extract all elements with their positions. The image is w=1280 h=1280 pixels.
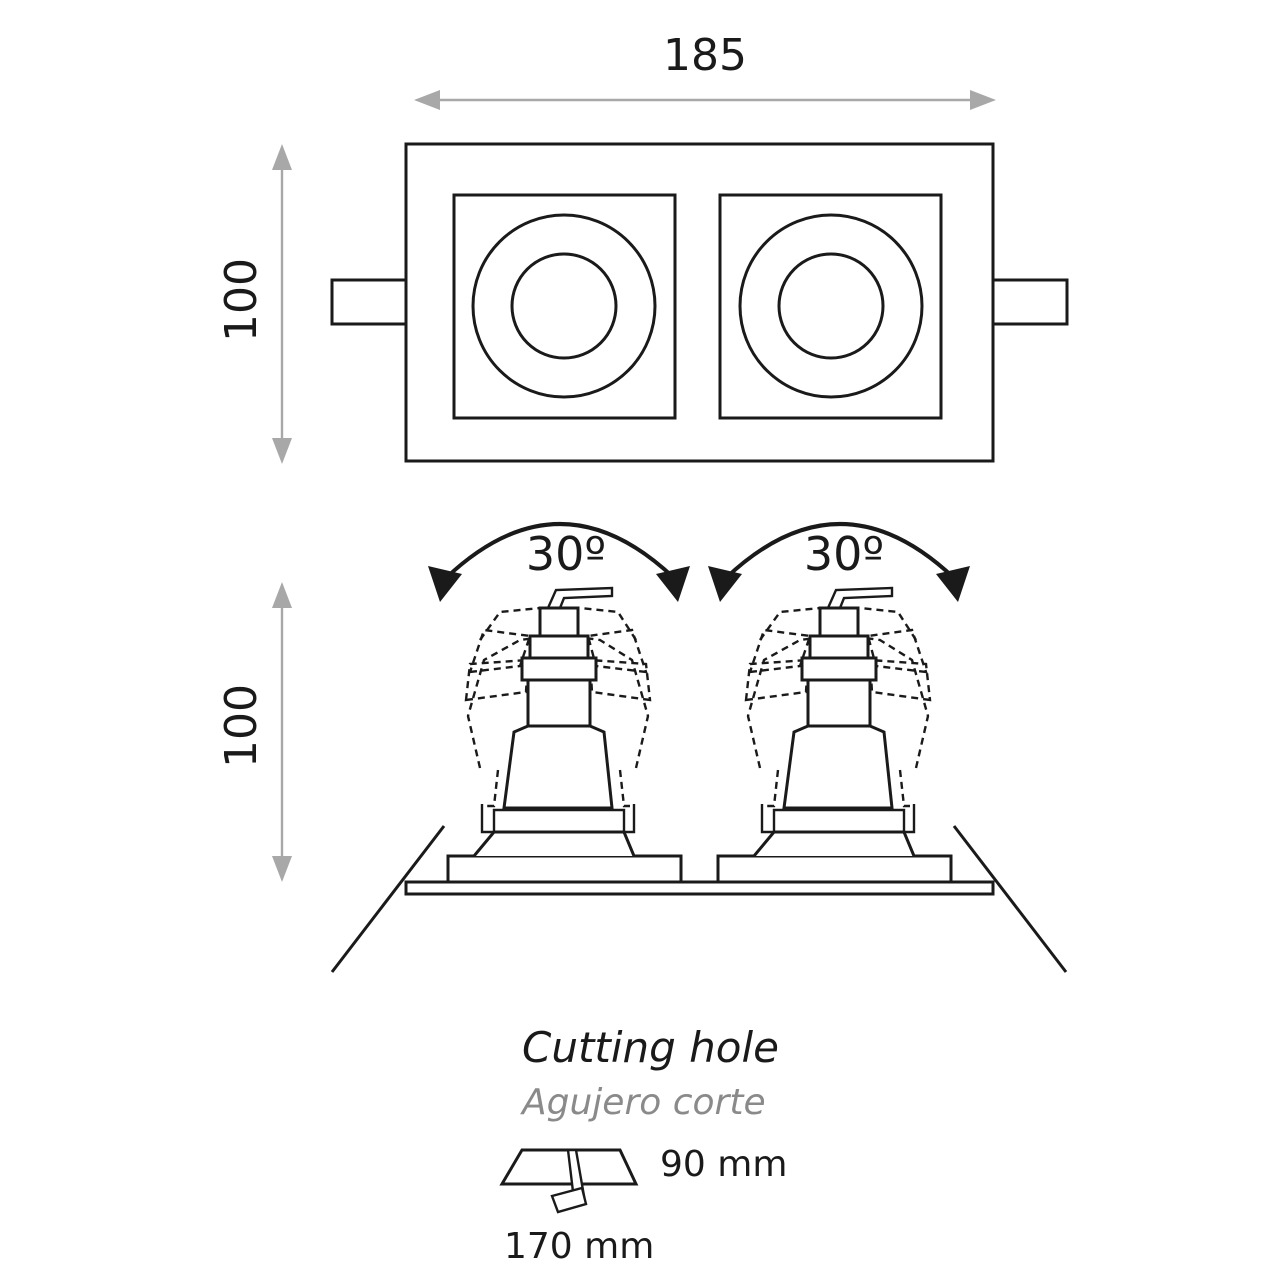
left-lamp-cable [546,586,614,609]
right-lamp-neck [806,678,872,728]
right-lamp-bezel [752,830,916,857]
ceiling-edge-right [952,825,1068,973]
left-module-outer-ring [471,213,657,399]
right-module-square [718,193,943,420]
width-arrow-left [414,90,440,110]
right-lamp-clamp [760,804,916,834]
cutting-width-label: 170 mm [504,1226,654,1267]
right-tilt-arrow-right [936,566,970,602]
left-module-square [452,193,677,420]
width-arrow-right [970,90,996,110]
right-tilt-angle: 30º [804,527,884,581]
spring-clip-left [330,278,408,326]
left-module-lens [510,252,618,360]
right-lamp-reflector [782,724,894,810]
left-lamp-reflector [502,724,614,810]
right-lamp-collar [800,656,878,682]
left-tilt-arc [444,522,676,580]
right-tilt-arrow-left [708,566,742,602]
top-view: 185 100 [216,30,1069,464]
right-lamp-cable [826,586,894,609]
top-height-dimension: 100 [216,144,292,464]
right-module-outer-ring [738,213,924,399]
right-module-base [716,854,953,884]
left-tilt-indicator: 30º [428,522,690,602]
right-lamp [744,586,932,857]
top-height-label: 100 [216,258,267,342]
left-lamp [464,586,652,857]
left-lamp-socket [528,634,590,660]
right-tilt-indicator: 30º [708,522,970,602]
saw-handle-icon [550,1186,588,1214]
cutting-hole-legend: Cutting hole Agujero corte 90 mm 170 mm [499,1023,787,1267]
cutting-hole-subtitle: Agujero corte [520,1082,766,1123]
left-lamp-collar [520,656,598,682]
side-height-dimension: 100 [216,582,292,882]
width-label: 185 [663,30,747,81]
side-view: 100 30º 30º [216,522,1068,973]
left-tilt-angle: 30º [526,527,606,581]
side-height-arrow-down [272,856,292,882]
frame-outline [404,142,995,463]
right-tilt-arc [724,522,956,580]
side-height-label: 100 [216,684,267,768]
right-lamp-cap [818,606,860,638]
spring-clip-right [991,278,1069,326]
left-lamp-bezel [472,830,636,857]
left-lamp-clamp [480,804,636,834]
trim-plate [404,880,995,896]
right-module-lens [777,252,885,360]
cutting-hole-title: Cutting hole [522,1023,779,1072]
left-lamp-neck [526,678,592,728]
left-tilt-arrow-left [428,566,462,602]
left-lamp-cap [538,606,580,638]
top-height-arrow-down [272,438,292,464]
cutting-hole-icon [499,1148,639,1186]
ceiling-edge-left [330,825,446,973]
cutting-depth-label: 90 mm [660,1144,787,1185]
top-height-arrow-up [272,144,292,170]
left-module-base [446,854,683,884]
side-height-arrow-up [272,582,292,608]
right-lamp-socket [808,634,870,660]
width-dimension: 185 [414,30,996,110]
left-tilt-arrow-right [656,566,690,602]
